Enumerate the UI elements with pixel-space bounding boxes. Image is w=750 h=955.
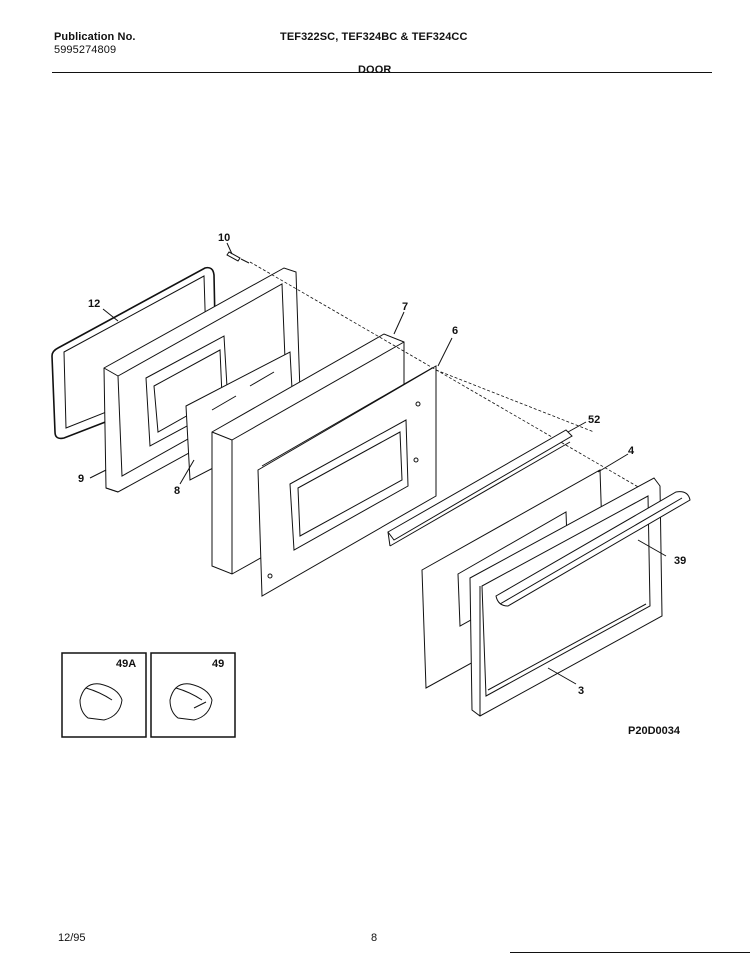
leader-52 [567,421,587,433]
publication-label: Publication No. [54,31,136,43]
callout-9: 9 [78,473,84,485]
part-6-inner-door-panel [257,365,437,597]
diagram-code: P20D0034 [628,725,681,737]
footer-page-number: 8 [371,932,378,944]
leader-39 [637,539,667,557]
callout-3: 3 [578,685,584,697]
callout-6: 6 [452,325,458,337]
callout-10: 10 [218,232,230,244]
leader-4 [597,453,629,473]
footer-rule [510,952,750,953]
leader-3 [547,667,577,685]
knob-box-49 [150,652,236,738]
callout-8: 8 [174,485,180,497]
callout-7: 7 [402,301,408,313]
header-rule [52,72,712,73]
callout-12: 12 [88,298,100,310]
section-title: DOOR [358,64,392,76]
leader-6 [437,337,453,367]
callout-4: 4 [628,445,635,457]
assembly-line [249,261,641,489]
leader-10 [226,242,233,255]
footer-date: 12/95 [58,932,86,944]
part-52-channel [387,429,573,547]
callout-39: 39 [674,555,686,567]
part-10-screw [226,251,250,264]
model-numbers: TEF322SC, TEF324BC & TEF324CC [280,31,468,43]
part-39-handle [495,491,691,607]
leader-9 [89,469,107,479]
knob-box-49a [61,652,147,738]
leader-12 [102,308,119,322]
callout-49a: 49A [116,658,136,670]
callout-49: 49 [212,658,224,670]
assembly-line [435,369,595,433]
publication-number: 5995274809 [54,44,117,56]
callout-52: 52 [588,414,600,426]
leader-8 [179,459,195,485]
leader-7 [393,311,405,335]
